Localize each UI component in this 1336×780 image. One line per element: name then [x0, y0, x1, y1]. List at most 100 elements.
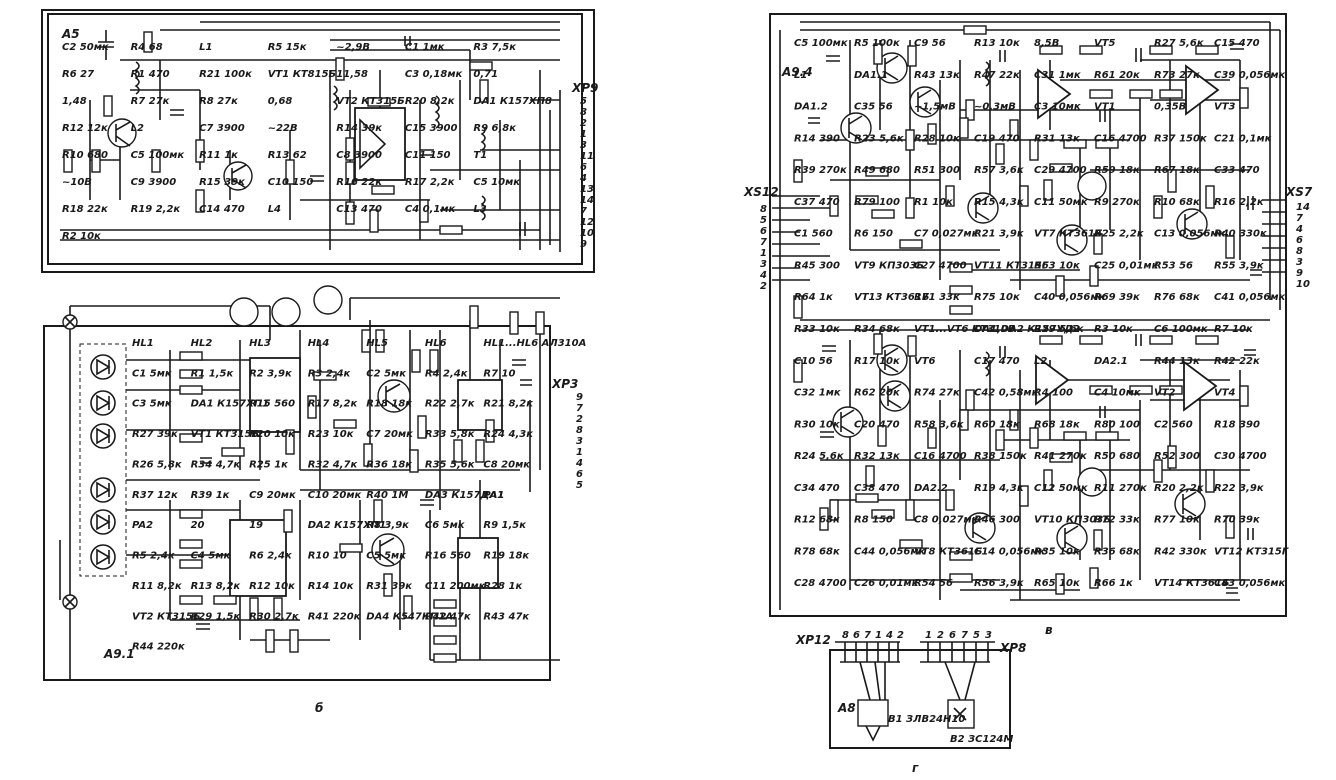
connector-pins: 5821311641314712109972831465856713421474… [575, 96, 1310, 641]
connector-pin: 6 [949, 630, 956, 641]
component-label: C13 470 [336, 204, 382, 215]
component-label: T1 [473, 150, 487, 161]
component-label: R3 2,4к [308, 368, 351, 379]
component-label: R37 150к [1154, 133, 1207, 144]
component-label: R1 10к [914, 197, 953, 208]
connector-pin: 1 [925, 630, 932, 641]
component-label: C14 470 [199, 204, 245, 215]
component-label: R10 680 [62, 150, 108, 161]
component-label: 1,48 [62, 96, 87, 107]
component-label: R14 390 [794, 133, 840, 144]
component-label: C3 0,18мк [405, 69, 463, 80]
component-label: R36 18к [366, 460, 412, 471]
component-label: R14 39к [336, 123, 382, 134]
component-label: HL5 [366, 338, 388, 349]
component-label: R5 100к [854, 38, 900, 49]
component-label: VT2 КТ315Б [336, 96, 405, 107]
component-label: C3 10мк [1034, 102, 1081, 113]
component-label: R11 270к [1094, 483, 1147, 494]
component-label: R13 62 [268, 150, 307, 161]
component-label: R46 300 [974, 515, 1020, 526]
component-label: R12 12к [62, 123, 108, 134]
component-label: R64 1к [794, 292, 833, 303]
component-label: C27 4700 [914, 260, 967, 271]
component-label: R24 5,6к [794, 451, 844, 462]
component-label: R32 4,7к [308, 460, 358, 471]
panel-v [769, 13, 1287, 617]
component-label: R42 330к [1154, 546, 1207, 557]
component-label: 0,71 [473, 69, 498, 80]
component-label: VT14 КТ361Б [1154, 578, 1230, 589]
component-label: C9 3900 [131, 177, 177, 188]
component-label: R22 3,9к [1214, 483, 1264, 494]
component-label: R35 5,6к [425, 460, 475, 471]
component-label: DA1.1 [854, 70, 888, 81]
component-label: R32 13к [854, 451, 900, 462]
panel-b [43, 285, 560, 681]
connector-pin: 4 [579, 173, 587, 184]
component-label: R2 3,9к [249, 368, 292, 379]
connector-pin: 9 [576, 392, 583, 403]
connector-pin: 4 [759, 270, 767, 281]
component-label: C17 470 [974, 356, 1020, 367]
component-label: R53 56 [1154, 260, 1193, 271]
component-label: VT3 [1214, 102, 1236, 113]
component-label: VT1 [1094, 102, 1116, 113]
component-label: R45 300 [794, 260, 840, 271]
panel-g [829, 641, 1011, 749]
component-label: R12 68к [794, 515, 840, 526]
component-label: C29 4700 [1034, 165, 1087, 176]
connector-pin: 1 [760, 248, 767, 259]
component-label: R13 10к [974, 38, 1020, 49]
component-label: HL4 [308, 338, 330, 349]
panel-v-block: A9.4 [781, 65, 813, 79]
component-label: VT8 КТ361Б [914, 546, 983, 557]
component-label: R80 100 [1094, 419, 1140, 430]
component-label: L2 [1034, 356, 1047, 367]
component-label: R40 330к [1214, 229, 1267, 240]
connector-pin: 2 [576, 414, 583, 425]
component-label: 19 [249, 520, 263, 531]
component-label: R41 220к [308, 611, 361, 622]
component-label: R26 5,8к [132, 460, 182, 471]
component-label: R44 220к [132, 642, 185, 653]
component-label: C1 1мк [405, 42, 445, 53]
component-label: R8 3,9к [366, 520, 409, 531]
component-label: R58 3,6к [914, 419, 964, 430]
connector-pin: 7 [961, 630, 968, 641]
connector-pin: 8 [842, 630, 849, 641]
component-label: C11 200мк [425, 581, 486, 592]
component-label: R27 39к [132, 429, 178, 440]
component-label: C44 0,056мк [854, 546, 926, 557]
component-label: C7 20мк [366, 429, 413, 440]
component-label: R61 20к [1094, 70, 1140, 81]
component-label: R33 5,8к [425, 429, 475, 440]
component-label: R4 68 [131, 42, 163, 53]
component-label: PA1 [483, 490, 504, 501]
connector-pin: 1 [580, 129, 587, 140]
component-label: ~10В [62, 177, 92, 188]
component-label: R23 10к [308, 429, 354, 440]
panel-b-caption: б [315, 701, 323, 715]
component-label: R63 10к [1034, 260, 1080, 271]
panel-a [41, 9, 595, 273]
panel-v-caption: в [1045, 623, 1053, 637]
component-label: VT4 [1214, 388, 1236, 399]
component-label: C19 470 [974, 133, 1020, 144]
connector-pin: 8 [760, 204, 767, 215]
component-label: R20 10к [249, 429, 295, 440]
component-label: R21 100к [199, 69, 252, 80]
component-label: ~2,9В [336, 42, 370, 53]
component-label: R33 10к [794, 324, 840, 335]
component-label: C5 10мк [473, 177, 520, 188]
component-label: C25 0,01мк [1094, 260, 1159, 271]
component-label: C2 560 [1154, 419, 1193, 430]
component-label: R72 33к [1094, 515, 1140, 526]
component-label: R24 4,3к [483, 429, 533, 440]
component-label: DA1,DA2 К157УД2 [974, 324, 1080, 335]
component-label: R41 270к [1034, 451, 1087, 462]
component-label: R43 47к [483, 611, 529, 622]
panel-g-b2: B2 ЗС124М [950, 734, 1013, 745]
connector-pin: 9 [1296, 268, 1303, 279]
